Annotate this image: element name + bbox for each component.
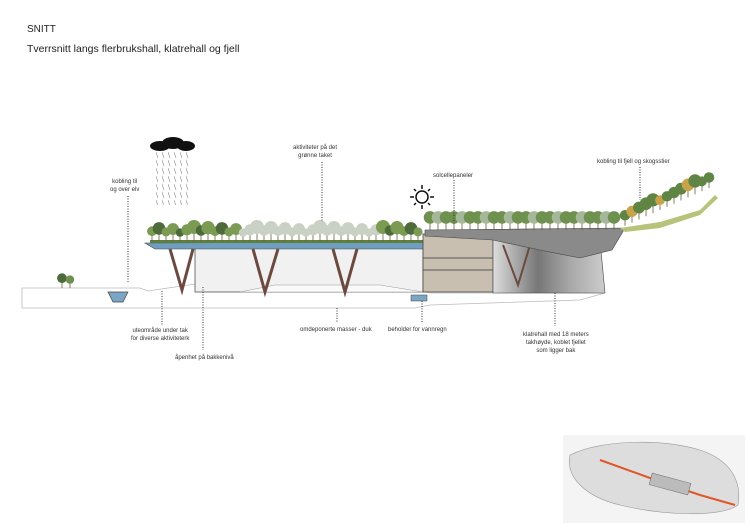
section-subtitle: Tverrsnitt langs flerbrukshall, klatreha… (27, 43, 240, 55)
label-openness: åpenhet på bakkenivå (175, 355, 234, 361)
tree (703, 172, 715, 183)
hillside (620, 195, 718, 232)
section-title: SNITT (27, 24, 56, 35)
label-rainwater: beholder for vannregn (388, 327, 447, 333)
rainwater-tank (410, 294, 428, 302)
label-mountain: kobling til fjell og skogsstier (597, 159, 670, 165)
rain-cloud-icon (150, 137, 195, 205)
roof-slab (424, 227, 626, 259)
river-channel (107, 291, 129, 303)
tree (57, 273, 67, 284)
site-map-inset (563, 435, 745, 523)
sun-icon (410, 185, 434, 209)
trees (57, 172, 715, 288)
v-columns (168, 248, 359, 298)
green-roof (143, 240, 426, 250)
tree (607, 211, 621, 224)
tree (65, 275, 75, 284)
leader-lines (127, 162, 641, 350)
label-masses: omdeponerte masser - duk (300, 327, 372, 333)
service-building (422, 233, 494, 293)
tree (413, 227, 423, 237)
label-solar: solcellepaneler (433, 173, 474, 179)
ground (21, 283, 606, 309)
